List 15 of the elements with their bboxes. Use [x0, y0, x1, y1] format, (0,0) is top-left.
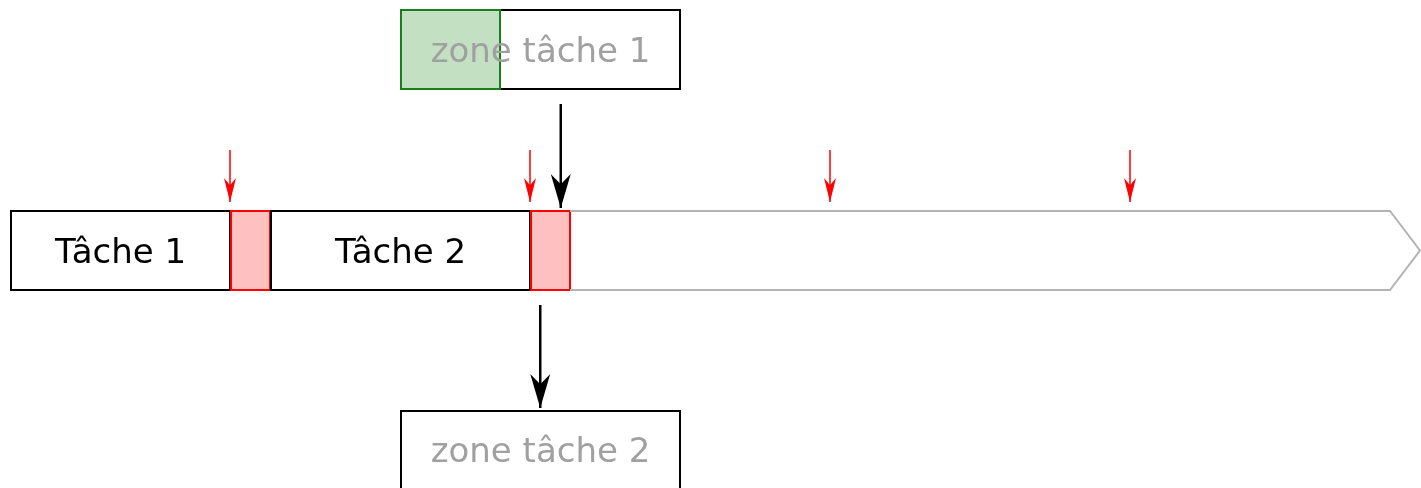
arrow [530, 305, 551, 408]
zone-label: zone tâche 2 [430, 430, 651, 470]
marker-arrow [524, 149, 536, 203]
slot-box [230, 210, 271, 291]
zone-box [400, 9, 681, 90]
marker-arrow [224, 149, 236, 203]
slot-box [530, 210, 571, 291]
arrow [550, 104, 571, 208]
marker-arrow [1124, 149, 1136, 203]
task-label: Tâche 2 [334, 230, 467, 271]
task-box [10, 210, 231, 291]
zone-box [400, 410, 681, 488]
task-label: Tâche 1 [54, 230, 187, 271]
task-box [270, 210, 531, 291]
marker-arrow [824, 149, 836, 203]
